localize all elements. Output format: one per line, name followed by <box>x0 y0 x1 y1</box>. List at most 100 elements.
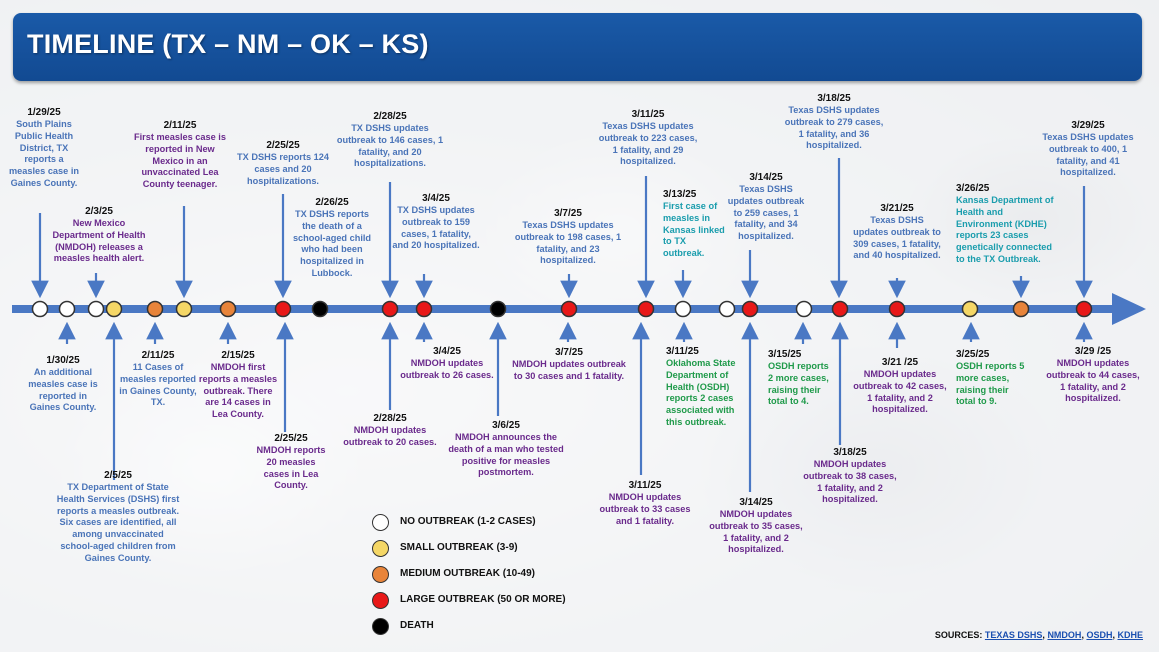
timeline-marker-medium <box>146 300 164 318</box>
page-title: TIMELINE (TX – NM – OK – KS) <box>27 29 429 59</box>
event-text: NMDOH updates outbreak to 20 cases. <box>343 425 437 447</box>
event-0313: 3/13/25 First case of measles in Kansas … <box>663 189 725 260</box>
sources: SOURCES: TEXAS DSHS, NMDOH, OSDH, KDHE <box>934 630 1143 640</box>
legend-label: NO OUTBREAK (1-2 CASES) <box>400 516 536 527</box>
event-date: 3/25/25 <box>956 349 990 360</box>
event-date: 3/15/25 <box>768 349 802 360</box>
event-date: 3/4/25 <box>422 193 450 204</box>
event-text: NMDOH updates outbreak to 26 cases. <box>400 358 494 380</box>
event-0228b: 2/28/25 NMDOH updates outbreak to 20 cas… <box>338 413 442 449</box>
event-text: First measles case is reported in New Me… <box>134 132 226 190</box>
event-text: NMDOH first reports a measles outbreak. … <box>198 362 278 420</box>
event-0215: 2/15/25 NMDOH first reports a measles ou… <box>198 350 278 421</box>
event-text: TX DSHS updates outbreak to 146 cases, 1… <box>336 123 444 169</box>
timeline-marker-large <box>560 300 578 318</box>
event-0314b: 3/14/25 NMDOH updates outbreak to 35 cas… <box>706 497 806 556</box>
event-date: 1/29/25 <box>27 107 61 118</box>
event-text: TX DSHS updates outbreak to 159 cases, 1… <box>392 205 480 251</box>
event-0211b: 2/11/25 11 Cases of measles reported in … <box>118 350 198 409</box>
timeline-marker-none <box>718 300 736 318</box>
event-date: 3/21/25 <box>880 203 914 214</box>
event-0326: 3/26/25 Kansas Department of Health and … <box>956 183 1060 266</box>
timeline-marker-large <box>1075 300 1093 318</box>
event-text: NMDOH updates outbreak to 35 cases, 1 fa… <box>709 509 803 555</box>
event-0311c: 3/11/25 NMDOH updates outbreak to 33 cas… <box>592 480 698 527</box>
event-text: TX DSHS reports the death of a school-ag… <box>292 209 372 278</box>
timeline-marker-none <box>31 300 49 318</box>
event-date: 3/7/25 <box>555 347 583 358</box>
event-date: 3/13/25 <box>663 189 697 200</box>
event-0225b: 2/25/25 NMDOH reports 20 measles cases i… <box>256 433 326 492</box>
legend-dot <box>372 540 389 557</box>
event-text: An additional measles case is reported i… <box>28 367 98 413</box>
event-text: Oklahoma State Department of Health (OSD… <box>666 358 736 427</box>
timeline-marker-medium <box>1012 300 1030 318</box>
event-date: 2/28/25 <box>373 111 407 122</box>
timeline-marker-none <box>795 300 813 318</box>
event-0311b: 3/11/25 Oklahoma State Department of Hea… <box>666 346 748 429</box>
timeline-marker-death <box>489 300 507 318</box>
event-date: 2/15/25 <box>221 350 255 361</box>
legend-dot <box>372 592 389 609</box>
event-date: 3/18/25 <box>833 447 867 458</box>
event-0228a: 2/28/25 TX DSHS updates outbreak to 146 … <box>334 111 446 170</box>
event-date: 3/26/25 <box>956 183 990 194</box>
event-text: NMDOH updates outbreak to 33 cases and 1… <box>599 492 691 526</box>
event-date: 2/25/25 <box>266 140 300 151</box>
event-0205: 2/5/25 TX Department of State Health Ser… <box>55 470 181 565</box>
event-0306: 3/6/25 NMDOH announces the death of a ma… <box>444 420 568 479</box>
timeline-marker-death <box>311 300 329 318</box>
event-text: NMDOH updates outbreak to 38 cases, 1 fa… <box>803 459 897 505</box>
legend-dot <box>372 618 389 635</box>
event-0329b: 3/29 /25 NMDOH updates outbreak to 44 ca… <box>1044 346 1142 405</box>
source-link-osdh[interactable]: OSDH <box>1086 630 1113 640</box>
legend-label: DEATH <box>400 620 434 631</box>
event-date: 3/18/25 <box>817 93 851 104</box>
event-text: South Plains Public Health District, TX … <box>9 119 79 188</box>
source-link-texas-dshs[interactable]: TEXAS DSHS <box>984 630 1043 640</box>
legend-dot <box>372 566 389 583</box>
event-text: 11 Cases of measles reported in Gaines C… <box>119 362 197 408</box>
timeline-marker-large <box>381 300 399 318</box>
timeline-marker-large <box>888 300 906 318</box>
title-banner: TIMELINE (TX – NM – OK – KS) <box>13 13 1142 81</box>
event-text: TX DSHS reports 124 cases and 20 hospita… <box>237 152 329 186</box>
event-0314a: 3/14/25 Texas DSHS updates outbreak to 2… <box>724 172 808 243</box>
event-0307b: 3/7/25 NMDOH updates outbreak to 30 case… <box>507 347 631 383</box>
event-0307a: 3/7/25 Texas DSHS updates outbreak to 19… <box>508 208 628 267</box>
timeline-arrowhead <box>1112 293 1146 325</box>
legend-label: SMALL OUTBREAK (3-9) <box>400 542 518 553</box>
source-link-nmdoh[interactable]: NMDOH <box>1047 630 1082 640</box>
event-0311a: 3/11/25 Texas DSHS updates outbreak to 2… <box>598 109 698 168</box>
timeline-marker-small <box>175 300 193 318</box>
timeline-marker-medium <box>219 300 237 318</box>
event-0329a: 3/29/25 Texas DSHS updates outbreak to 4… <box>1038 120 1138 179</box>
event-0318a: 3/18/25 Texas DSHS updates outbreak to 2… <box>784 93 884 152</box>
timeline-marker-small <box>961 300 979 318</box>
event-date: 3/11/25 <box>628 480 662 491</box>
legend-label: MEDIUM OUTBREAK (10-49) <box>400 568 536 579</box>
event-date: 2/26/25 <box>315 197 349 208</box>
event-0226: 2/26/25 TX DSHS reports the death of a s… <box>288 197 376 280</box>
event-0321a: 3/21/25 Texas DSHS updates outbreak to 3… <box>852 203 942 262</box>
event-date: 2/25/25 <box>274 433 308 444</box>
event-0225a: 2/25/25 TX DSHS reports 124 cases and 20… <box>231 140 335 187</box>
event-date: 1/30/25 <box>46 355 80 366</box>
event-date: 3/6/25 <box>492 420 520 431</box>
event-0304a: 3/4/25 TX DSHS updates outbreak to 159 c… <box>392 193 480 252</box>
event-text: NMDOH updates outbreak to 42 cases, 1 fa… <box>853 369 947 415</box>
event-date: 3/11/25 <box>666 346 699 357</box>
sources-label: SOURCES: <box>934 630 983 640</box>
event-date: 2/3/25 <box>85 206 113 217</box>
source-link-kdhe[interactable]: KDHE <box>1117 630 1143 640</box>
timeline-marker-none <box>58 300 76 318</box>
timeline-marker-small <box>105 300 123 318</box>
timeline-marker-large <box>415 300 433 318</box>
event-text: TX Department of State Health Services (… <box>56 482 180 563</box>
legend-dot <box>372 514 389 531</box>
event-date: 2/11/25 <box>141 350 175 361</box>
event-date: 3/7/25 <box>554 208 582 219</box>
legend-label: LARGE OUTBREAK (50 OR MORE) <box>400 594 566 605</box>
timeline-marker-large <box>637 300 655 318</box>
